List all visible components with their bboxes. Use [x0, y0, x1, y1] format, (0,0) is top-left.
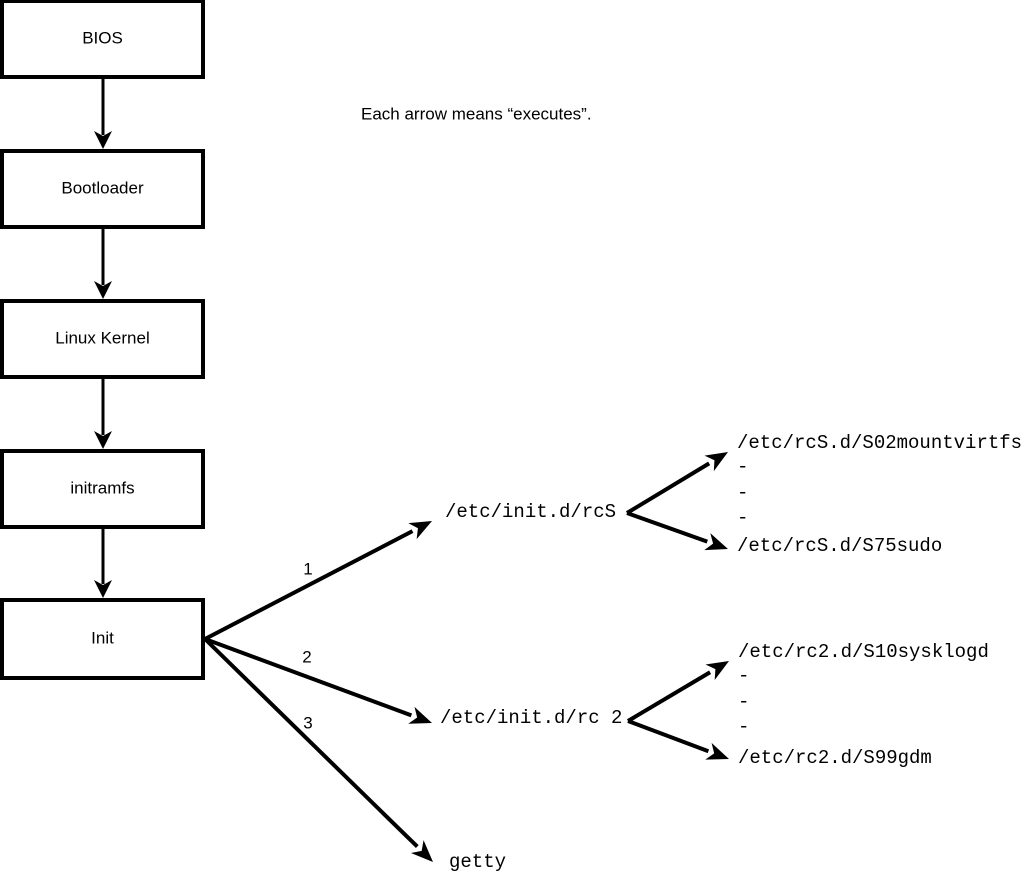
rcS-last-script-label: /etc/rcS.d/S75sudo: [737, 535, 942, 557]
branch-2-number: 2: [302, 647, 311, 666]
process-node-init: Init: [0, 598, 205, 680]
branch-3-number: 3: [303, 713, 312, 732]
rcS-fan-ellipsis-dash-2: -: [737, 482, 748, 504]
branch-2-arrowhead: [408, 706, 432, 724]
rcS-first-script-arrowhead: [704, 452, 728, 472]
process-node-kernel: Linux Kernel: [0, 299, 205, 379]
diagram-caption: Each arrow means “executes”.: [361, 104, 592, 123]
node-box-init: [0, 598, 205, 680]
rc2-last-script-label: /etc/rc2.d/S99gdm: [738, 747, 932, 769]
branch-2: 2/etc/init.d/rc 2: [204, 637, 622, 729]
kernel-to-initramfs-arrowhead: [94, 431, 112, 449]
rc2-fan-ellipsis-dash-3: -: [738, 716, 749, 738]
rc2-first-script-arrowhead: [705, 661, 729, 680]
branch-2-line: [204, 637, 413, 718]
node-label-init: Init: [91, 628, 114, 647]
chain-connector-group: [94, 77, 112, 598]
rcS-first-script-label: /etc/rcS.d/S02mountvirtfs: [737, 432, 1022, 454]
node-box-initramfs: [0, 449, 205, 529]
initramfs-to-init-arrowhead: [94, 580, 112, 598]
branch-1-arrowhead: [408, 521, 432, 540]
rcS-fan-ellipsis-dash-3: -: [737, 507, 748, 529]
rc2-first-script-label: /etc/rc2.d/S10sysklogd: [738, 641, 989, 663]
rcS-first-script-line: [625, 461, 711, 515]
node-label-initramfs: initramfs: [70, 478, 134, 497]
branch-1: 1/etc/init.d/rcS: [204, 501, 616, 641]
bios-to-bootloader-arrowhead: [94, 131, 112, 149]
branch-3: 3 getty: [203, 637, 506, 873]
rc2-last-script-line: [627, 719, 710, 754]
node-box-bootloader: [0, 149, 205, 229]
bootloader-to-kernel-arrowhead: [94, 281, 112, 299]
rcS-fan: /etc/rcS.d/S02mountvirtfs/etc/rcS.d/S75s…: [625, 432, 1022, 557]
rc2-fan: /etc/rc2.d/S10sysklogd/etc/rc2.d/S99gdm -…: [626, 641, 989, 769]
script-fan-group: /etc/rcS.d/S02mountvirtfs/etc/rcS.d/S75s…: [625, 432, 1022, 769]
process-node-bootloader: Bootloader: [0, 149, 205, 229]
node-box-bios: [0, 0, 205, 79]
process-node-initramfs: initramfs: [0, 449, 205, 529]
process-node-bios: BIOS: [0, 0, 205, 79]
rcS-last-script-line: [626, 511, 708, 544]
node-label-bootloader: Bootloader: [61, 178, 144, 197]
rc2-first-script-line: [626, 670, 712, 723]
branch-3-line: [203, 637, 419, 849]
rc2-fan-ellipsis-dash-1: -: [738, 665, 749, 687]
rc2-fan-ellipsis-dash-2: -: [738, 691, 749, 713]
branch-1-number: 1: [303, 559, 312, 578]
rcS-last-script-arrowhead: [704, 533, 728, 551]
node-label-bios: BIOS: [82, 28, 123, 47]
node-box-kernel: [0, 299, 205, 379]
branch-3-target-label: getty: [449, 851, 506, 873]
branch-1-target-label: /etc/init.d/rcS: [445, 501, 616, 523]
branch-2-target-label: /etc/init.d/rc 2: [440, 707, 622, 729]
rcS-fan-ellipsis-dash-1: -: [737, 456, 748, 478]
rc2-last-script-arrowhead: [705, 742, 729, 760]
branch-3-arrowhead: [410, 840, 433, 862]
node-label-kernel: Linux Kernel: [55, 328, 150, 347]
branch-1-line: [204, 529, 414, 641]
